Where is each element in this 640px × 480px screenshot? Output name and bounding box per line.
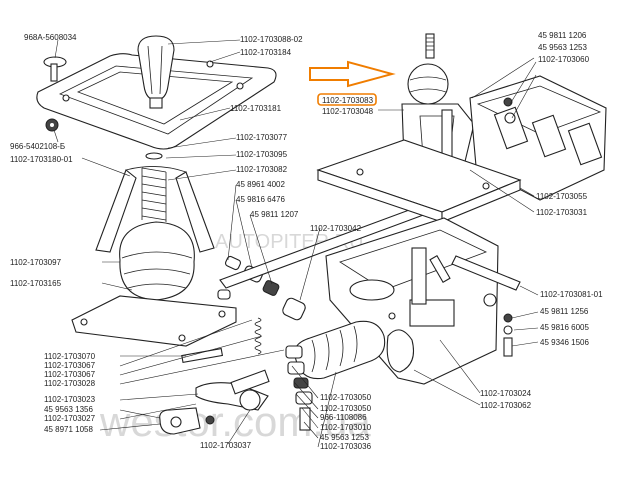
label-1102-1703095: 1102-1703095 (236, 150, 288, 159)
washer-part (45, 118, 59, 132)
top-stud (425, 33, 435, 59)
label-1102-1703165: 1102-1703165 (10, 279, 62, 288)
coupling-fork (159, 347, 270, 435)
label-45-9563-1356: 45 9563 1356 (44, 405, 93, 414)
lever-cone-housing (95, 166, 215, 253)
rubber-boot (119, 221, 195, 301)
label-1102-1703081-01: 1102-1703081-01 (540, 290, 603, 299)
label-1102-1703184: 1102-1703184 (240, 48, 292, 57)
label-1102-1703070: 1102-1703070 (44, 352, 96, 361)
label-1102-1703048: 1102-1703048 (322, 107, 374, 116)
label-45-9811-1207: 45 9811 1207 (250, 210, 299, 219)
lever-spring (141, 152, 167, 222)
shift-lever-ball (407, 63, 449, 105)
label-45-9811-1206: 45 9811 1206 (538, 31, 587, 40)
label-45-8961-4002: 45 8961 4002 (236, 180, 285, 189)
base-plate (71, 295, 237, 347)
label-968a-5608034: 968A-5608034 (24, 33, 77, 42)
label-1102-1703037: 1102-1703037 (200, 441, 252, 450)
gear-knob (137, 35, 175, 109)
label-1102-1703060: 1102-1703060 (538, 55, 590, 64)
label-45-9346-1506: 45 9346 1506 (540, 338, 589, 347)
label-1102-1703077: 1102-1703077 (236, 133, 288, 142)
selector-lever-arm (411, 247, 521, 357)
shaft-bellows (294, 320, 415, 380)
label-45-9563-1253-top: 45 9563 1253 (538, 43, 587, 52)
label-45-8971-1058: 45 8971 1058 (44, 425, 93, 434)
label-1102-1703181: 1102-1703181 (230, 104, 282, 113)
label-1102-1703067-a: 1102-1703067 (44, 361, 96, 370)
part-labels: 968A-5608034 1102-1703088-02 1102-170318… (10, 31, 603, 451)
label-1102-1703028: 1102-1703028 (44, 379, 96, 388)
label-1102-1703067-b: 1102-1703067 (44, 370, 96, 379)
label-1102-1703036: 1102-1703036 (320, 442, 372, 451)
highlight-arrow (309, 60, 396, 88)
highlight-box (317, 93, 377, 106)
label-1102-1703042: 1102-1703042 (310, 224, 362, 233)
selector-housing (469, 75, 607, 201)
label-1102-1703050-a: 1102-1703050 (320, 393, 372, 402)
label-1102-1703088-02: 1102-1703088-02 (240, 35, 303, 44)
label-45-9816-6476: 45 9816 6476 (236, 195, 285, 204)
screw-part (43, 56, 67, 82)
label-1102-1703083: 1102-1703083 (322, 96, 374, 105)
label-1102-1703023: 1102-1703023 (44, 395, 96, 404)
label-1102-1703097: 1102-1703097 (10, 258, 62, 267)
label-966-5402108-b: 966-5402108-Б (10, 142, 65, 151)
label-1102-1703024: 1102-1703024 (480, 389, 532, 398)
label-1102-1703050-b: 1102-1703050 (320, 404, 372, 413)
label-1102-1703010: 1102-1703010 (320, 423, 372, 432)
label-1102-1703027: 1102-1703027 (44, 414, 96, 423)
label-1102-1703031: 1102-1703031 (536, 208, 588, 217)
leader-lines (53, 39, 539, 448)
label-45-9563-1253-bottom: 45 9563 1253 (320, 433, 369, 442)
label-45-9816-6005: 45 9816 6005 (540, 323, 589, 332)
label-1102-1703180-01: 1102-1703180-01 (10, 155, 73, 164)
label-1102-1703082: 1102-1703082 (236, 165, 288, 174)
label-45-9811-1256: 45 9811 1256 (540, 307, 589, 316)
lower-bushing-stack (285, 345, 313, 431)
label-966-1108086: 966-1108086 (320, 413, 367, 422)
mounting-platform (316, 139, 522, 223)
return-spring (254, 317, 262, 355)
label-1102-1703055: 1102-1703055 (536, 192, 588, 201)
label-1102-1703062: 1102-1703062 (480, 401, 532, 410)
